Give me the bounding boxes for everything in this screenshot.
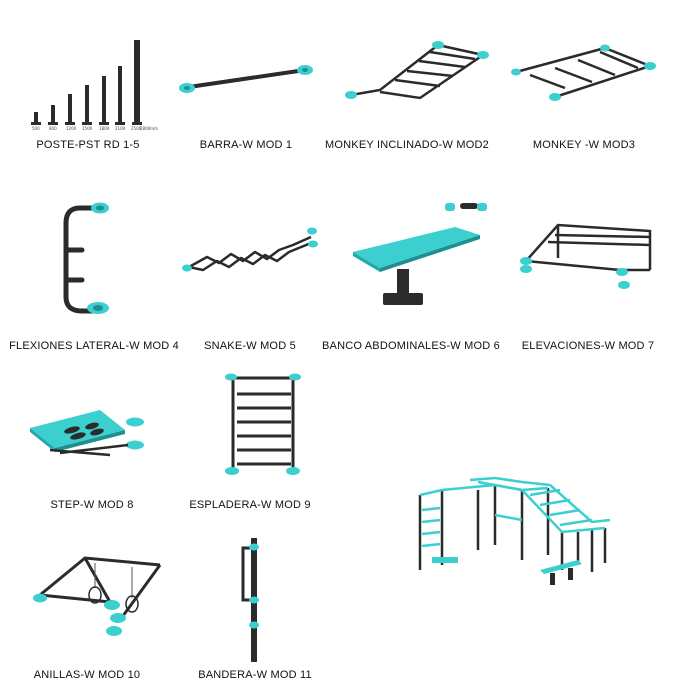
product-label: ANILLAS-W MOD 10 bbox=[33, 669, 141, 681]
wall-bars-icon bbox=[225, 373, 301, 475]
product-label: BANDERA-W MOD 11 bbox=[198, 669, 312, 681]
ab-bench-icon bbox=[353, 203, 487, 305]
product-elevaciones: ELEVACIONES-W MOD 7 bbox=[500, 175, 700, 360]
product-label: STEP-W MOD 8 bbox=[50, 499, 134, 511]
product-monkey: MONKEY -W MOD3 bbox=[500, 0, 700, 160]
post-tick-label: 800 bbox=[49, 126, 57, 131]
monkey-bars-icon bbox=[511, 44, 656, 101]
product-label: FLEXIONES LATERAL-W MOD 4 bbox=[9, 340, 179, 352]
product-barra: BARRA-W MOD 1 bbox=[175, 0, 350, 160]
elevation-frame-icon bbox=[520, 223, 652, 289]
post-tick-label: 2100 bbox=[115, 126, 126, 131]
product-label: MONKEY -W MOD3 bbox=[532, 139, 636, 151]
post-tick-label: 1500 bbox=[82, 126, 93, 131]
lateral-pushup-bar-icon bbox=[63, 202, 109, 314]
product-anillas: ANILLAS-W MOD 10 bbox=[0, 530, 180, 700]
product-bandera: BANDERA-W MOD 11 bbox=[175, 530, 350, 700]
product-snake: SNAKE-W MOD 5 bbox=[175, 175, 350, 360]
product-flexiones: FLEXIONES LATERAL-W MOD 4 bbox=[0, 175, 180, 360]
product-label: ELEVACIONES-W MOD 7 bbox=[521, 340, 655, 352]
inclined-monkey-bars-icon bbox=[345, 41, 489, 100]
bar-icon bbox=[179, 65, 313, 93]
product-step: STEP-W MOD 8 bbox=[0, 360, 180, 520]
step-platform-icon bbox=[30, 410, 144, 457]
product-banco: BANCO ABDOMINALES-W MOD 6 bbox=[322, 175, 525, 360]
post-tick-label: 2800mm bbox=[140, 126, 158, 131]
product-label: POSTE-PST RD 1-5 bbox=[36, 139, 140, 151]
product-label: BANCO ABDOMINALES-W MOD 6 bbox=[322, 340, 500, 352]
post-tick-label: 2500 bbox=[131, 126, 142, 131]
snake-bar-icon bbox=[182, 227, 318, 272]
product-label: ESPLADERA-W MOD 9 bbox=[189, 499, 311, 511]
product-poste: 500 800 1200 1500 1800 2100 2500 2800mm … bbox=[0, 0, 175, 160]
product-label: MONKEY INCLINADO-W MOD2 bbox=[325, 139, 489, 151]
post-tick-label: 1200 bbox=[66, 126, 77, 131]
product-label: SNAKE-W MOD 5 bbox=[204, 340, 296, 352]
product-espladera: ESPLADERA-W MOD 9 bbox=[175, 360, 350, 520]
post-set-icon: 500 800 1200 1500 1800 2100 2500 2800mm bbox=[31, 40, 158, 131]
full-calisthenics-park-icon bbox=[418, 476, 611, 585]
flag-pole-icon bbox=[241, 538, 259, 662]
post-tick-label: 500 bbox=[32, 126, 40, 131]
product-monkey-inclinado: MONKEY INCLINADO-W MOD2 bbox=[325, 0, 525, 160]
gym-rings-icon bbox=[33, 556, 162, 636]
product-assembly bbox=[400, 460, 700, 600]
product-label: BARRA-W MOD 1 bbox=[199, 139, 293, 151]
post-tick-label: 1800 bbox=[99, 126, 110, 131]
